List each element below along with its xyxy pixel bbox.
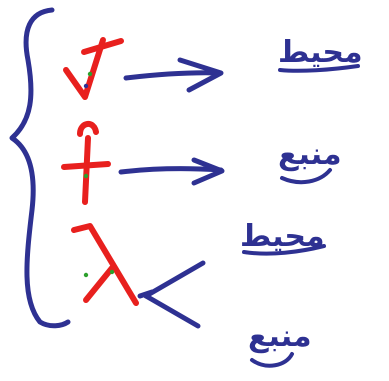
arrow-2-shaft bbox=[118, 166, 224, 175]
v-check-bar bbox=[81, 38, 124, 55]
marker-dot bbox=[83, 173, 89, 179]
branch-upper-stroke bbox=[143, 260, 206, 299]
lambda-main-stroke bbox=[71, 223, 139, 306]
arrow-2-head bbox=[191, 157, 225, 186]
label-manba-2: منبع bbox=[248, 319, 312, 354]
branch-tail-stroke bbox=[137, 289, 155, 299]
label-4-swash bbox=[250, 352, 294, 368]
marker-dot bbox=[83, 83, 89, 89]
marker-dot bbox=[109, 269, 115, 275]
hook-stroke bbox=[77, 121, 99, 137]
arrow-1-head bbox=[177, 57, 224, 93]
curly-brace-stroke bbox=[9, 7, 71, 329]
label-3-swash bbox=[242, 244, 326, 256]
lambda-leg-stroke bbox=[83, 265, 115, 303]
label-mohit-2: محيط bbox=[240, 219, 325, 254]
label-manba-1: منبع bbox=[278, 137, 342, 172]
marker-dot bbox=[285, 153, 291, 159]
arrow-1-shaft bbox=[123, 70, 223, 81]
marker-dot bbox=[87, 71, 93, 77]
v-check-symbol bbox=[63, 37, 106, 100]
marker-dot bbox=[83, 272, 89, 278]
plus-vertical-stroke bbox=[82, 135, 91, 205]
label-mohit-1: محيط bbox=[278, 35, 363, 70]
plus-horizontal-stroke bbox=[61, 161, 111, 170]
branch-lower-stroke bbox=[143, 293, 201, 329]
label-1-swash bbox=[278, 64, 360, 73]
label-2-swash bbox=[280, 168, 332, 185]
